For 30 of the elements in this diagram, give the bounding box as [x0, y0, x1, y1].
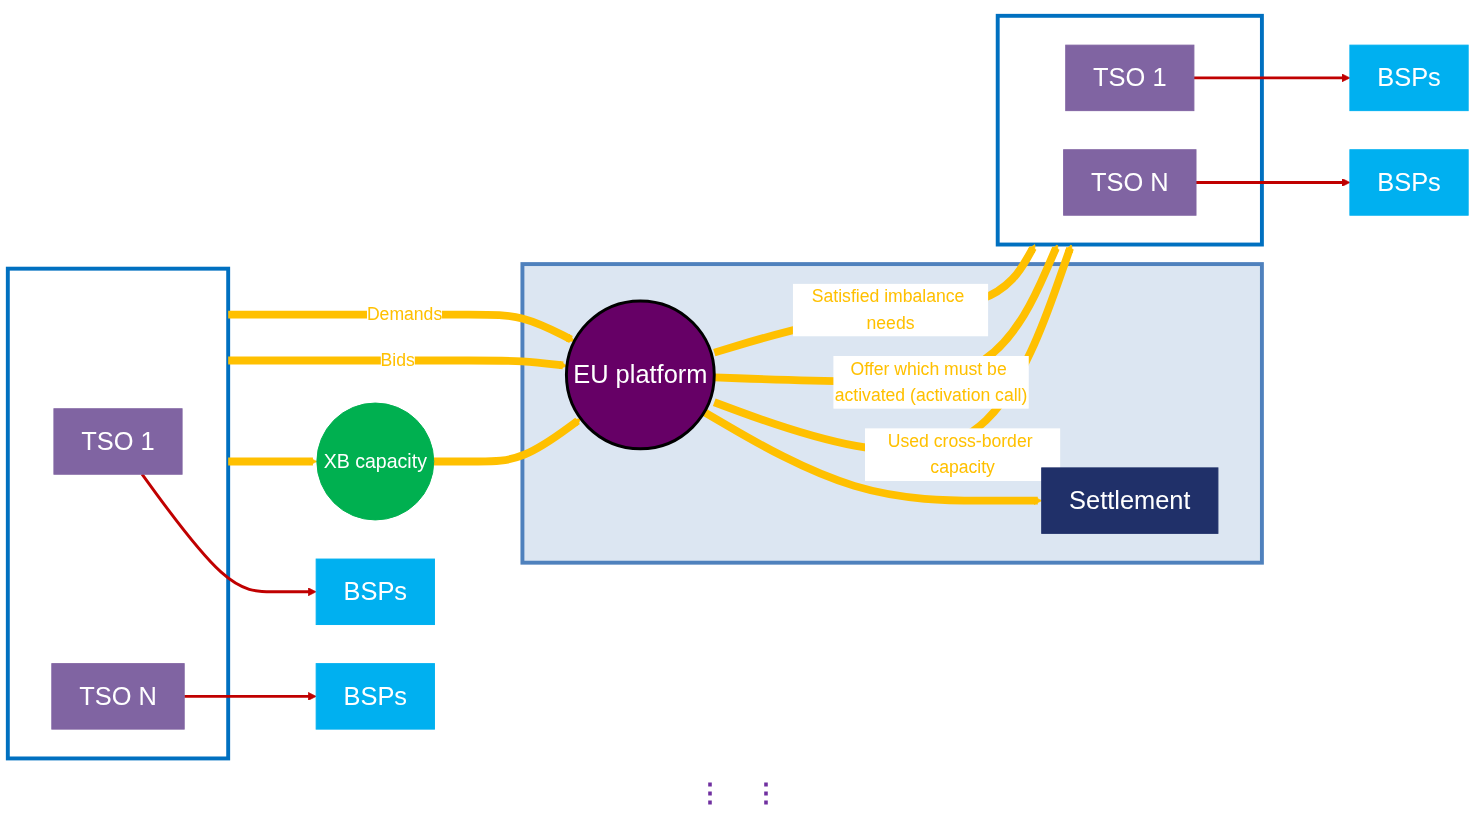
ellipsis-mark: ⋮: [697, 778, 723, 809]
edge-label: Satisfied imbalance needs: [811, 286, 965, 333]
edge-label: Offer which must be activated (activation call): [834, 358, 1028, 405]
ellipsis-mark: ⋮: [753, 778, 779, 809]
cluster: [995, 13, 1264, 247]
arrow: [702, 408, 1043, 505]
node-box: TSO 1: [1065, 44, 1195, 111]
cluster: [5, 266, 231, 761]
node-circle: EU platform: [564, 299, 716, 451]
node-circle: XB capacity: [316, 402, 435, 521]
edge-label: Bids: [380, 350, 415, 370]
node-box: TSO N: [1063, 149, 1197, 216]
arrow: [228, 356, 568, 370]
arrow: [140, 473, 317, 596]
arrow: [228, 457, 318, 466]
node-box: BSPs: [1349, 149, 1469, 216]
arrow: [1196, 178, 1351, 187]
arrow: [714, 244, 1060, 386]
node-box: BSPs: [315, 558, 435, 625]
node-box: TSO 1: [53, 408, 183, 475]
cluster: [520, 262, 1264, 565]
edge-label: Used cross-border capacity: [887, 431, 1033, 478]
arrow: [184, 691, 317, 701]
arrow: [433, 417, 582, 466]
arrow: [1193, 73, 1351, 83]
node-box: BSPs: [315, 663, 435, 730]
node-box: TSO N: [51, 663, 185, 730]
node-box: BSPs: [1349, 44, 1469, 111]
edge-label: Demands: [366, 304, 443, 324]
node-box: Settlement: [1041, 467, 1219, 534]
